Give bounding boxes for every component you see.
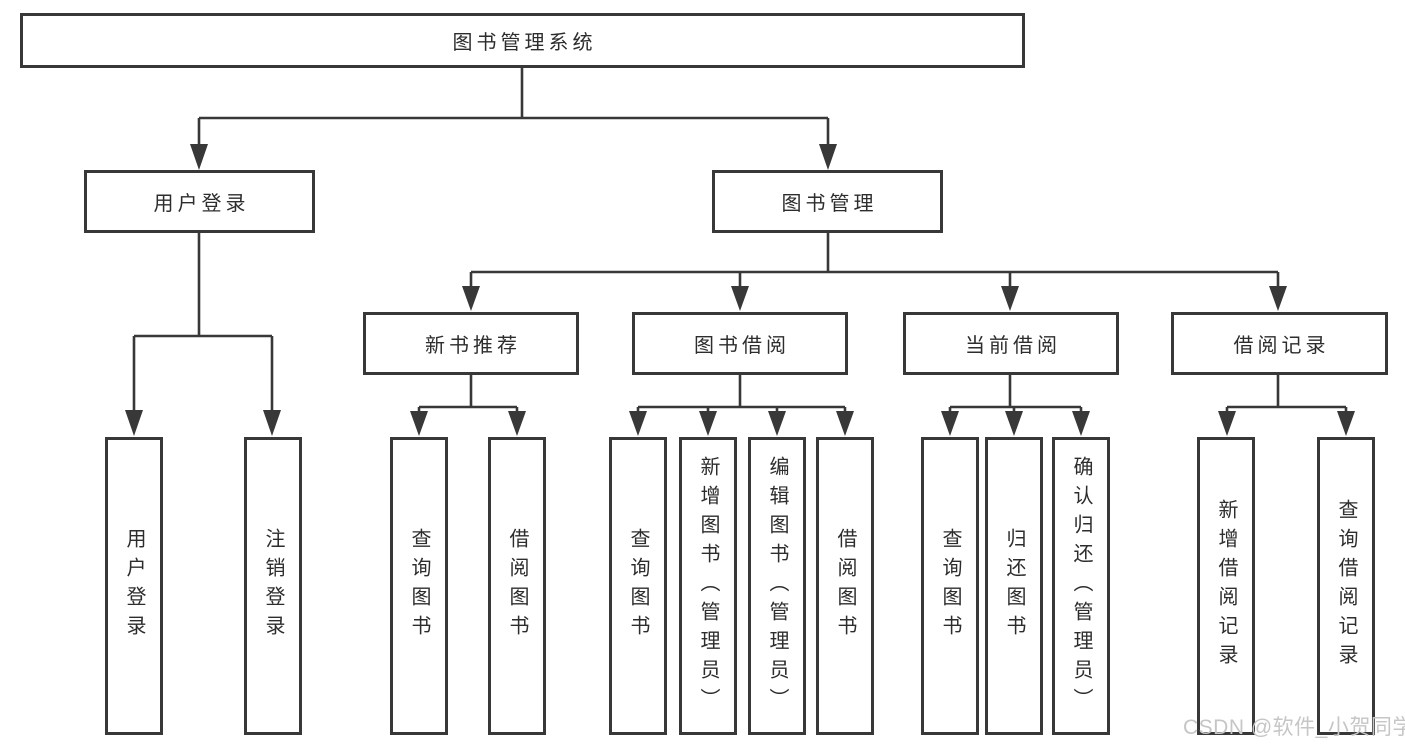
node-library-management-system: 图书管理系统 [20,13,1025,68]
connector-user-login-branch [125,233,281,436]
connector-borrowing-records-branch [1218,375,1355,436]
leaf-add-borrow-record: 新增借阅记录 [1197,437,1255,735]
leaf-label: 新增借阅记录 [1215,499,1237,673]
leaf-edit-book-admin: 编辑图书（管理员） [748,437,806,735]
leaf-label: 查询借阅记录 [1335,499,1357,673]
leaf-add-book-admin: 新增图书（管理员） [679,437,737,735]
leaf-confirm-return-admin: 确认归还（管理员） [1052,437,1110,735]
leaf-user-login: 用户登录 [105,437,163,735]
leaf-label: 确认归还（管理员） [1070,455,1092,717]
node-label: 图书管理 [781,193,878,215]
leaf-query-books-borrowing: 查询图书 [609,437,667,735]
node-label: 当前借阅 [965,335,1061,357]
node-label: 图书借阅 [694,335,790,357]
leaf-label: 新增图书（管理员） [697,455,719,717]
node-borrowing-records: 借阅记录 [1171,312,1388,375]
leaf-label: 编辑图书（管理员） [766,455,788,717]
node-user-login: 用户登录 [84,170,315,233]
connector-book-borrowing-branch [629,375,854,436]
node-book-management: 图书管理 [712,170,943,233]
connector-new-book-recommendation-branch [410,375,526,436]
connector-root-branch [190,68,837,170]
leaf-label: 借阅图书 [834,528,856,644]
connector-book-management-branch [462,233,1287,311]
leaf-logout: 注销登录 [244,437,302,735]
leaf-borrow-books-borrowing: 借阅图书 [816,437,874,735]
node-label: 新书推荐 [425,335,521,357]
node-book-borrowing: 图书借阅 [632,312,848,375]
leaf-label: 归还图书 [1003,528,1025,644]
node-new-book-recommendation: 新书推荐 [363,312,579,375]
leaf-return-book: 归还图书 [985,437,1043,735]
leaf-label: 注销登录 [262,528,284,644]
node-label: 用户登录 [153,193,250,215]
connector-current-borrowing-branch [941,375,1090,436]
leaf-borrow-books-recommend: 借阅图书 [488,437,546,735]
leaf-label: 查询图书 [408,528,430,644]
leaf-query-borrow-record: 查询借阅记录 [1317,437,1375,735]
node-label: 借阅记录 [1233,335,1330,357]
leaf-query-books-current: 查询图书 [921,437,979,735]
leaf-query-books-recommend: 查询图书 [390,437,448,735]
node-label: 图书管理系统 [452,32,597,54]
watermark: CSDN @软件_小贺同学 [1183,716,1405,739]
node-current-borrowing: 当前借阅 [903,312,1119,375]
leaf-label: 查询图书 [939,528,961,644]
leaf-label: 用户登录 [123,528,145,644]
leaf-label: 借阅图书 [506,528,528,644]
leaf-label: 查询图书 [627,528,649,644]
